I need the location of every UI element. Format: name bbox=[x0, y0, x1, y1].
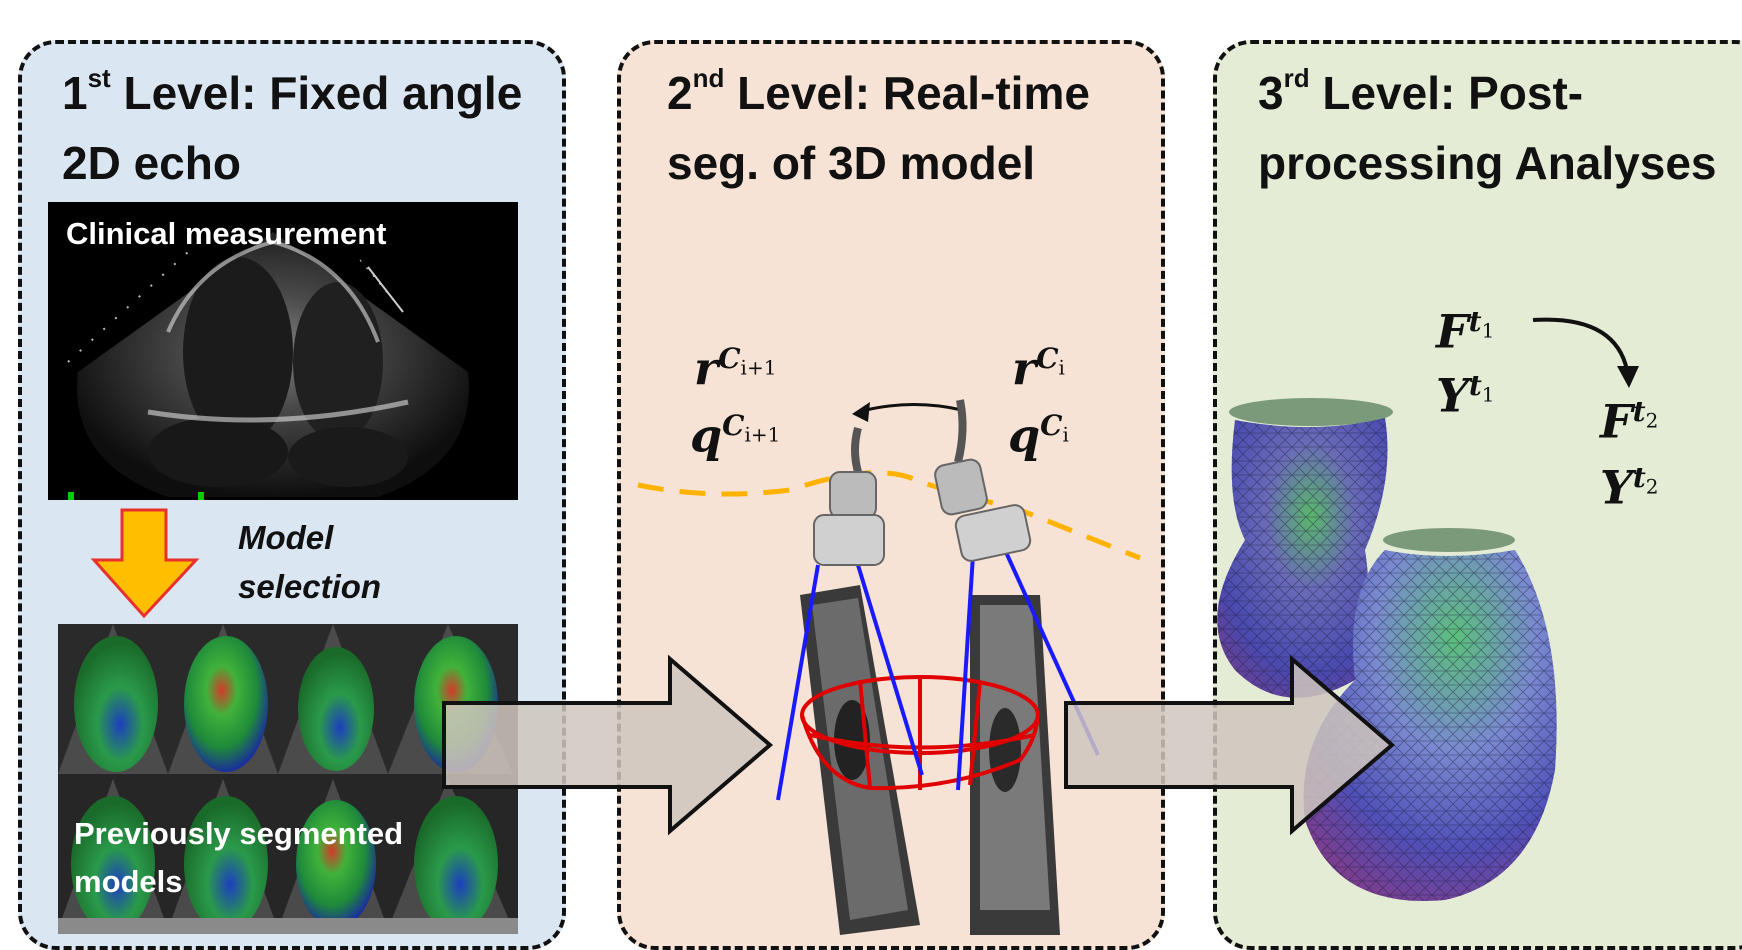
f2-label: Ft2 bbox=[1600, 394, 1659, 449]
level2-title: 2nd Level: Real-time bbox=[667, 63, 1090, 119]
q-cur-label: qCi bbox=[1008, 408, 1069, 463]
models-label-1: Previously segmented bbox=[74, 816, 404, 851]
r-next-label: rCi+1 bbox=[694, 341, 777, 396]
probe-move-arrow-icon bbox=[857, 402, 963, 414]
mesh-outline bbox=[800, 675, 1040, 791]
ultrasound-probe-icon bbox=[934, 399, 1032, 562]
r-cur-label: rCi bbox=[1012, 341, 1065, 396]
heart-mesh-icon bbox=[1303, 528, 1557, 901]
y2-label: Yt2 bbox=[1600, 460, 1659, 515]
probe-path bbox=[637, 470, 1141, 561]
heart-scene bbox=[1217, 317, 1639, 901]
echo-image bbox=[48, 202, 518, 500]
time-step-arrow-icon bbox=[1532, 317, 1629, 371]
level3-title: 3rd Level: Post- bbox=[1258, 63, 1584, 119]
model-grid bbox=[58, 624, 518, 934]
heart-mesh-icon bbox=[1217, 398, 1393, 698]
f1-label: Ft1 bbox=[1436, 304, 1495, 359]
flow-arrow-2-icon bbox=[1064, 654, 1396, 836]
echo-label: Clinical measurement bbox=[66, 216, 387, 251]
level1-title-line2: 2D echo bbox=[62, 137, 241, 189]
probe-scene bbox=[637, 399, 1141, 935]
selection-down-arrow-icon bbox=[90, 508, 200, 619]
selection-label-1: Model bbox=[238, 519, 334, 556]
selection-label-2: selection bbox=[238, 568, 382, 605]
q-next-label: qCi+1 bbox=[690, 408, 781, 463]
ultrasound-probe-icon bbox=[813, 426, 885, 566]
y1-label: Yt1 bbox=[1436, 368, 1495, 423]
level3-title-line2: processing Analyses bbox=[1258, 137, 1717, 189]
level1-title: 1st Level: Fixed angle bbox=[62, 63, 523, 119]
level2-title-line2: seg. of 3D model bbox=[667, 137, 1036, 189]
models-label-2: models bbox=[74, 864, 183, 899]
flow-arrow-1-icon bbox=[442, 654, 774, 836]
